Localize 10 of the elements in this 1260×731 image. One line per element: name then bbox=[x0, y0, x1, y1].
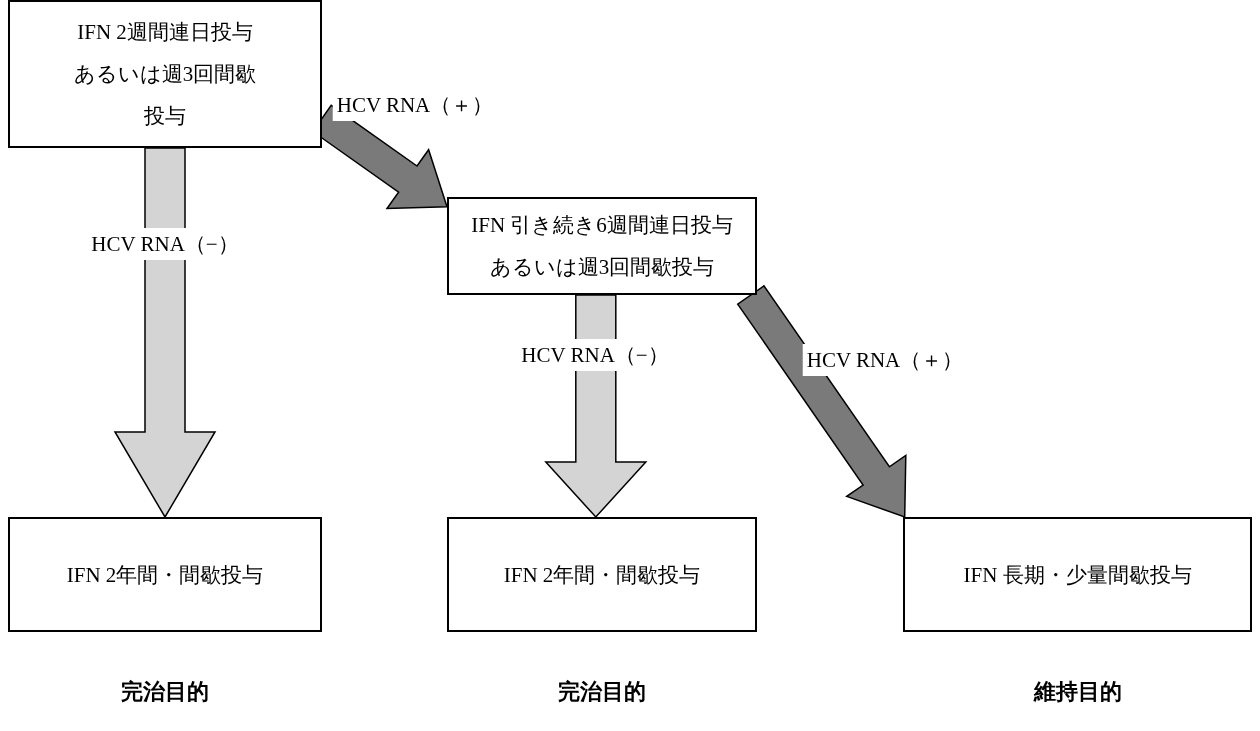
treatment-box: IFN 引き続き6週間連日投与あるいは週3回間歇投与 bbox=[447, 197, 757, 295]
block-arrow bbox=[736, 284, 907, 519]
treatment-box: IFN 2週間連日投与あるいは週3回間歇投与 bbox=[8, 0, 322, 148]
treatment-box: IFN 2年間・間歇投与 bbox=[447, 517, 757, 632]
goal-label: 完治目的 bbox=[558, 678, 646, 706]
goal-label: 完治目的 bbox=[121, 678, 209, 706]
treatment-box: IFN 長期・少量間歇投与 bbox=[903, 517, 1252, 632]
block-arrow bbox=[113, 147, 217, 519]
goal-label: 維持目的 bbox=[1033, 678, 1122, 706]
treatment-box: IFN 2年間・間歇投与 bbox=[8, 517, 322, 632]
